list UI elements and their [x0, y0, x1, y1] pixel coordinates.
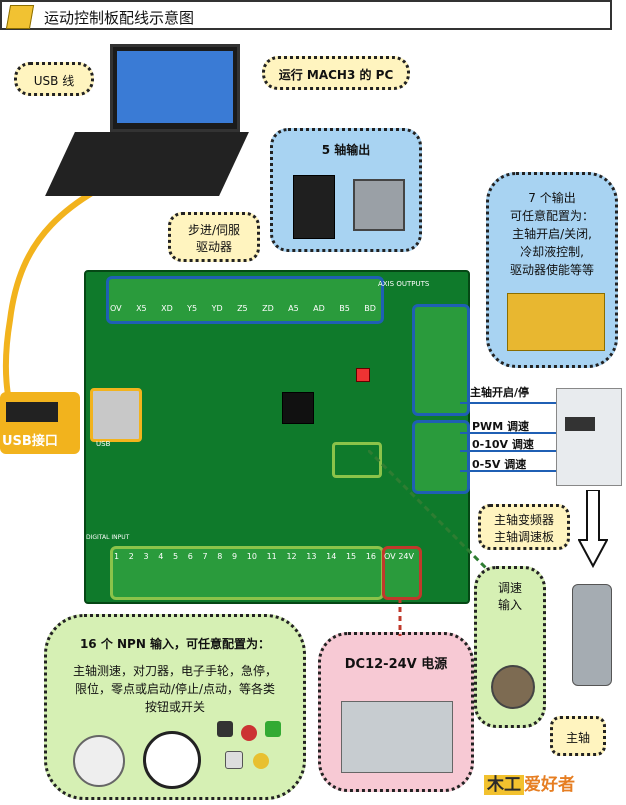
spindle-on-off-label: 主轴开启/停	[470, 386, 530, 399]
usb-port-label: USB接口	[2, 434, 58, 449]
relay-graphic	[507, 293, 605, 351]
usb-cable-callout: USB 线	[14, 62, 94, 96]
pc-label: 运行 MACH3 的 PC	[278, 68, 394, 82]
pin-label: 3	[143, 552, 149, 561]
vfd-graphic	[556, 388, 622, 486]
power-connector-line	[398, 598, 402, 636]
power-label: DC12-24V 电源	[344, 657, 448, 672]
usb-connector	[90, 388, 142, 442]
stepper-driver-callout: 步进/伺服 驱动器	[168, 212, 260, 262]
switches-graphic	[217, 721, 287, 781]
laptop-screen	[110, 44, 240, 132]
vfd-label: 主轴变频器 主轴调速板	[493, 513, 554, 544]
stepper-driver-label: 步进/伺服 驱动器	[187, 223, 241, 254]
power-terminal	[382, 546, 422, 600]
digital-input-text: DIGITAL INPUT	[86, 534, 130, 541]
v5-label: 0-5V 调速	[472, 458, 527, 471]
pin-label: 24V	[398, 552, 414, 561]
laptop-keyboard	[45, 132, 249, 196]
v10-arrow	[460, 450, 560, 452]
spindle-on-off-arrow	[460, 402, 560, 404]
top-pin-labels: OV X5 XD Y5 YD Z5 ZD A5 AD B5 BD	[110, 304, 376, 313]
inputs-callout: 16 个 NPN 输入，可任意配置为： 主轴测速，对刀器，电子手轮，急停， 限位…	[44, 614, 306, 800]
pin-label: 7	[202, 552, 208, 561]
vfd-display	[565, 417, 595, 431]
pin-label: 5	[173, 552, 179, 561]
motion-control-board: AXIS OUTPUTS USB DIGITAL INPUT	[84, 270, 470, 604]
pin-label: OV	[384, 552, 396, 561]
speed-input-connector-line	[368, 450, 490, 572]
outputs-label: 7 个输出 可任意配置为： 主轴开启/关闭, 冷却液控制, 驱动器使能等等	[509, 191, 594, 277]
v10-label: 0-10V 调速	[472, 438, 534, 451]
pin-label: OV	[110, 304, 122, 313]
pin-label: A5	[288, 304, 299, 313]
speed-input-callout: 调速 输入	[474, 566, 546, 728]
reset-button[interactable]	[356, 368, 370, 382]
handwheel-graphic	[73, 735, 125, 787]
pin-label: YD	[211, 304, 223, 313]
pin-label: B5	[339, 304, 350, 313]
pwm-label: PWM 调速	[472, 420, 529, 433]
pin-label: 11	[266, 552, 277, 561]
speed-input-header	[332, 442, 382, 478]
pin-label: X5	[136, 304, 147, 313]
v5-arrow	[460, 470, 560, 472]
bottom-pin-labels: 1 2 3 4 5 6 7 8 9 10 11 12 13 14 15 16	[114, 552, 376, 561]
power-supply-graphic	[341, 701, 453, 773]
stepper-motor-graphic	[353, 179, 405, 231]
down-arrow-icon	[578, 490, 608, 569]
pin-label: 13	[306, 552, 317, 561]
pin-label: 1	[114, 552, 120, 561]
usb-port-graphic: USB接口	[0, 392, 80, 454]
mcu-chip	[282, 392, 314, 424]
pin-label: AD	[313, 304, 325, 313]
spindle-graphic	[572, 584, 612, 686]
pin-label: 2	[128, 552, 134, 561]
pin-label: 6	[187, 552, 193, 561]
pin-label: ZD	[262, 304, 274, 313]
usb-plug	[6, 402, 58, 422]
laptop-graphic	[45, 40, 249, 200]
brand-logo: 木工爱好者	[484, 770, 575, 795]
axis-output-label: 5 轴输出	[321, 143, 371, 157]
pin-label: 14	[326, 552, 337, 561]
axis-terminal-row	[106, 276, 384, 324]
speed-input-label: 调速 输入	[497, 581, 522, 612]
outputs-callout: 7 个输出 可任意配置为： 主轴开启/关闭, 冷却液控制, 驱动器使能等等	[486, 172, 618, 368]
output-terminal-column	[412, 304, 470, 416]
usb-cable-label: USB 线	[33, 74, 75, 88]
potentiometer-graphic	[491, 665, 535, 709]
pin-label: 10	[246, 552, 257, 561]
title-bar: 运动控制板配线示意图	[0, 0, 612, 30]
stepper-driver-graphic	[293, 175, 335, 239]
pc-callout: 运行 MACH3 的 PC	[262, 56, 410, 90]
pin-label: XD	[161, 304, 173, 313]
pin-label: Y5	[187, 304, 198, 313]
power-callout: DC12-24V 电源	[318, 632, 474, 792]
pin-label: Z5	[237, 304, 248, 313]
usb-text: USB	[96, 440, 111, 448]
pin-label: 16	[365, 552, 376, 561]
gauge-graphic	[143, 731, 201, 789]
axis-outputs-text: AXIS OUTPUTS	[378, 280, 430, 288]
pin-label: BD	[364, 304, 376, 313]
vfd-callout: 主轴变频器 主轴调速板	[478, 504, 570, 550]
spindle-callout: 主轴	[550, 716, 606, 756]
spindle-terminal-column	[412, 420, 470, 494]
pin-label: 9	[232, 552, 238, 561]
pin-label: 12	[286, 552, 297, 561]
pin-label: 4	[158, 552, 164, 561]
power-pin-labels: OV 24V	[384, 552, 414, 561]
pwm-arrow	[460, 432, 560, 434]
inputs-label: 16 个 NPN 输入，可任意配置为：	[79, 637, 271, 651]
pin-label: 15	[345, 552, 357, 561]
input-terminal-row	[110, 546, 384, 600]
axis-output-callout: 5 轴输出	[270, 128, 422, 252]
inputs-detail-label: 主轴测速，对刀器，电子手轮，急停， 限位，零点或启动/停止/点动，等各类 按钮或…	[72, 664, 277, 714]
diagram-icon	[5, 5, 35, 29]
diagram-title: 运动控制板配线示意图	[44, 9, 195, 27]
pin-label: 8	[217, 552, 223, 561]
spindle-label: 主轴	[565, 731, 590, 745]
brand-text: 爱好者	[524, 775, 575, 795]
